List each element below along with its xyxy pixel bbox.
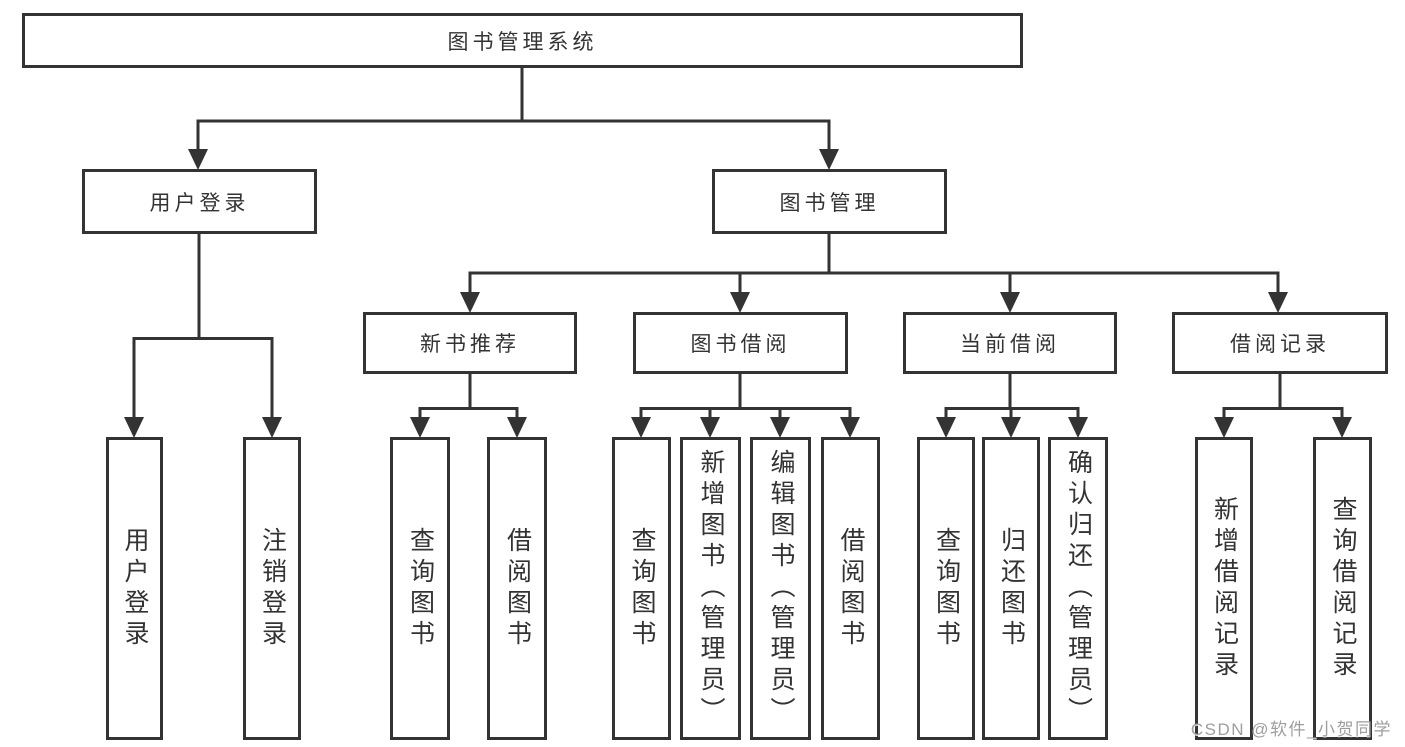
arrowhead-icon bbox=[460, 292, 480, 313]
node-leaf-return-books: 归还图书 bbox=[982, 437, 1040, 740]
connector-new-book-to-children bbox=[410, 374, 527, 438]
arrowhead-icon bbox=[262, 417, 282, 438]
arrowhead-icon bbox=[631, 417, 651, 438]
node-label: 借阅图书 bbox=[503, 526, 532, 651]
node-leaf-borrow-books-1: 借阅图书 bbox=[487, 437, 547, 740]
arrowhead-icon bbox=[730, 292, 750, 313]
arrowhead-icon bbox=[1332, 417, 1352, 438]
node-label: 查询图书 bbox=[932, 526, 961, 651]
node-label: 新增图书（管理员） bbox=[697, 449, 725, 728]
node-leaf-borrow-books-2: 借阅图书 bbox=[821, 437, 880, 740]
node-label: 查询图书 bbox=[628, 526, 656, 651]
node-leaf-add-books-admin: 新增图书（管理员） bbox=[680, 437, 741, 740]
node-leaf-query-books-3: 查询图书 bbox=[917, 437, 975, 740]
arrowhead-icon bbox=[410, 417, 430, 438]
connector-book-management-to-level3 bbox=[460, 234, 1288, 313]
arrowhead-icon bbox=[124, 417, 144, 438]
node-book-management: 图书管理 bbox=[712, 169, 947, 234]
node-label: 归还图书 bbox=[997, 526, 1026, 651]
connector-book-borrow-to-children bbox=[631, 374, 860, 438]
node-label: 借阅图书 bbox=[837, 526, 865, 651]
arrowhead-icon bbox=[188, 149, 208, 170]
node-current-borrowing: 当前借阅 bbox=[903, 312, 1117, 374]
connector-borrow-records-to-children bbox=[1214, 374, 1352, 438]
node-leaf-query-books-1: 查询图书 bbox=[390, 437, 450, 740]
node-borrowing-records: 借阅记录 bbox=[1172, 312, 1388, 374]
arrowhead-icon bbox=[507, 417, 527, 438]
node-leaf-add-borrow-record: 新增借阅记录 bbox=[1195, 437, 1253, 740]
node-leaf-logout: 注销登录 bbox=[243, 437, 301, 740]
node-leaf-user-login: 用户登录 bbox=[106, 437, 163, 740]
node-leaf-confirm-return-admin: 确认归还（管理员） bbox=[1048, 437, 1108, 740]
arrowhead-icon bbox=[1068, 417, 1088, 438]
arrowhead-icon bbox=[1001, 417, 1021, 438]
connector-user-login-to-children bbox=[124, 233, 282, 438]
node-label: 用户登录 bbox=[121, 526, 149, 651]
node-label: 确认归还（管理员） bbox=[1064, 449, 1093, 728]
arrowhead-icon bbox=[1214, 417, 1234, 438]
node-user-login: 用户登录 bbox=[82, 169, 317, 234]
arrowhead-icon bbox=[770, 417, 790, 438]
connector-current-borrow-to-children bbox=[936, 374, 1088, 438]
arrowhead-icon bbox=[936, 417, 956, 438]
arrowhead-icon bbox=[840, 417, 860, 438]
arrowhead-icon bbox=[1000, 292, 1020, 313]
node-leaf-query-borrow-record: 查询借阅记录 bbox=[1313, 437, 1372, 740]
node-book-borrowing: 图书借阅 bbox=[633, 312, 848, 374]
node-leaf-query-books-2: 查询图书 bbox=[612, 437, 671, 740]
watermark-text: CSDN @软件_小贺同学 bbox=[1190, 720, 1392, 739]
arrowhead-icon bbox=[700, 417, 720, 438]
node-label: 注销登录 bbox=[258, 526, 287, 651]
node-label: 查询借阅记录 bbox=[1329, 495, 1357, 682]
node-new-book-recommendation: 新书推荐 bbox=[363, 312, 577, 374]
arrowhead-icon bbox=[1268, 292, 1288, 313]
node-leaf-edit-books-admin: 编辑图书（管理员） bbox=[750, 437, 811, 740]
arrowhead-icon bbox=[819, 149, 839, 170]
node-label: 查询图书 bbox=[406, 526, 435, 651]
node-label: 编辑图书（管理员） bbox=[767, 449, 795, 728]
node-label: 新增借阅记录 bbox=[1210, 495, 1239, 682]
node-library-management-system: 图书管理系统 bbox=[22, 13, 1023, 68]
connector-root-to-level2 bbox=[188, 68, 839, 170]
